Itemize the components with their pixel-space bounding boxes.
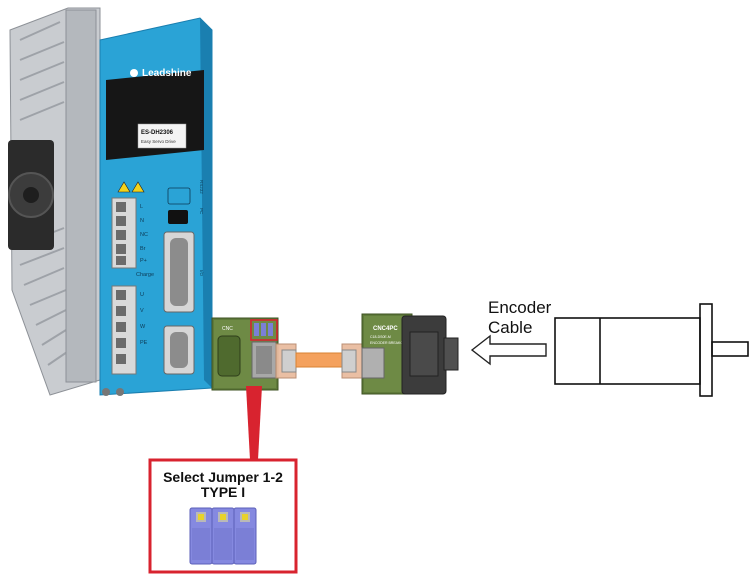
rs232-port [168,210,188,224]
brand-logo-icon [130,69,138,77]
side-label: RS232 [199,180,204,194]
motor-label: PE [140,340,148,346]
encoder-cable-label: Encoder Cable [488,298,551,338]
adapter-label: C18-DS0E-M [370,335,391,339]
encoder-connector [163,325,195,375]
power-label: L [140,204,143,210]
motor-label: W [140,324,146,330]
adapter-brand: CNC4PC [373,326,398,332]
jumper [211,507,235,565]
drive-brand: Leadshine [142,68,192,79]
board-label: CNC [222,326,233,332]
power-label: Br [140,246,146,252]
jumper-highlight [250,319,278,341]
jumper-callout-title: Select Jumper 1-2 TYPE I [152,470,294,500]
jumper-callout [148,386,298,574]
jumper [233,507,257,565]
heatsink-fins [19,21,71,366]
cooling-fan [8,140,54,250]
motor-terminal-block [111,285,137,375]
breakout-board: CNC [211,317,279,391]
servo-motor [554,303,749,397]
side-label: I/O [199,270,204,277]
direction-arrow [470,334,547,366]
side-label: PC [199,208,204,215]
warning-icon [117,181,131,193]
callout-pointer [246,386,262,460]
jumper-block [189,507,257,565]
adapter-label: ENCODER BREAKOUT [370,341,409,345]
jumper-title-line2: TYPE I [200,484,246,500]
model-label: ES-DH2306 [141,130,174,136]
encoder-adapter-board: CNC4PC C18-DS0E-M ENCODER BREAKOUT [361,313,459,395]
power-terminal-block [111,197,137,269]
encoder-cable-line2: Cable [488,318,533,337]
arrow-left-icon [470,334,547,366]
warning-icon [131,181,145,193]
patch-cable [275,343,363,379]
servo-drive: Leadshine ES-DH2306 Easy Servo Drive L N… [8,7,213,396]
encoder-cable-line1: Encoder [488,298,552,317]
motor-label: V [140,308,144,314]
jumper-title-line1: Select Jumper 1-2 [163,469,283,485]
power-label: N [140,218,144,224]
model-sub-label: Easy Servo Drive [141,139,176,144]
power-label: NC [140,232,148,238]
io-connector [163,231,195,313]
power-label: P+ [140,258,147,264]
charge-label: Charge [136,272,154,278]
motor-label: U [140,292,144,298]
jumper [189,507,213,565]
